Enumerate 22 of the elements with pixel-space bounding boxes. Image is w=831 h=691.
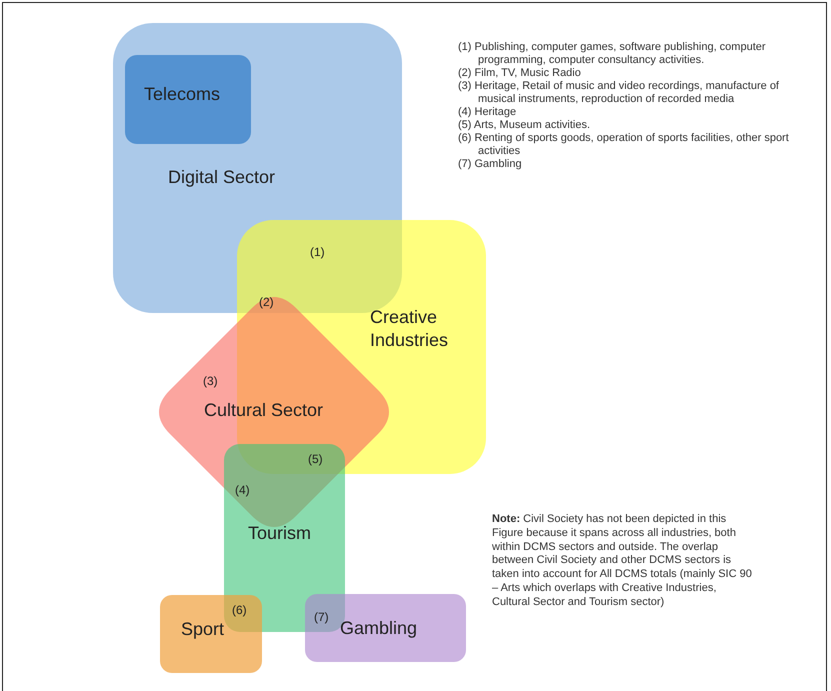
legend-note: (1) Publishing, computer games, software publishing, computer programming, computer consultancy activities. — [458, 41, 767, 68]
sector-name: Cultural Sector — [204, 399, 324, 422]
region-number: (3) — [203, 374, 218, 388]
sector-name: Tourism — [248, 522, 312, 545]
region-number: (1) — [310, 245, 325, 259]
sector-name: Digital Sector — [168, 166, 276, 189]
legend-note: (6) Renting of sports goods, operation of sports facilities, other sport activities — [458, 132, 790, 158]
legend-note: (7) Gambling — [458, 158, 523, 172]
sector-name: Sport — [181, 618, 224, 641]
legend-note: (5) Arts, Museum activities. — [458, 119, 592, 132]
legend-note: (2) Film, TV, Music Radio — [458, 67, 582, 80]
legend-note: (4) Heritage — [458, 106, 518, 120]
sector-name: Gambling — [340, 617, 418, 640]
region-number: (7) — [314, 610, 329, 624]
note-text: Note: Civil Society has not been depicted in this Figure because it spans across all industries, both within DCMS sectors and outside. The overlap between Civil Society and other DCMS sectors is taken into account for All DCMS totals (mainly SIC 90 – Arts which overlaps with Creative Industries, Cultural Sector and Tourism sector) — [492, 513, 753, 610]
sector-name: Creative Industries — [370, 306, 450, 352]
region-number: (4) — [235, 483, 250, 497]
region-number: (6) — [232, 603, 247, 617]
sector-name: Telecoms — [144, 83, 220, 106]
region-number: (2) — [259, 295, 274, 309]
region-number: (5) — [308, 452, 323, 466]
legend-note: (3) Heritage, Retail of music and video recordings, manufacture of musical instruments, reproduction of recorded media — [458, 80, 780, 106]
